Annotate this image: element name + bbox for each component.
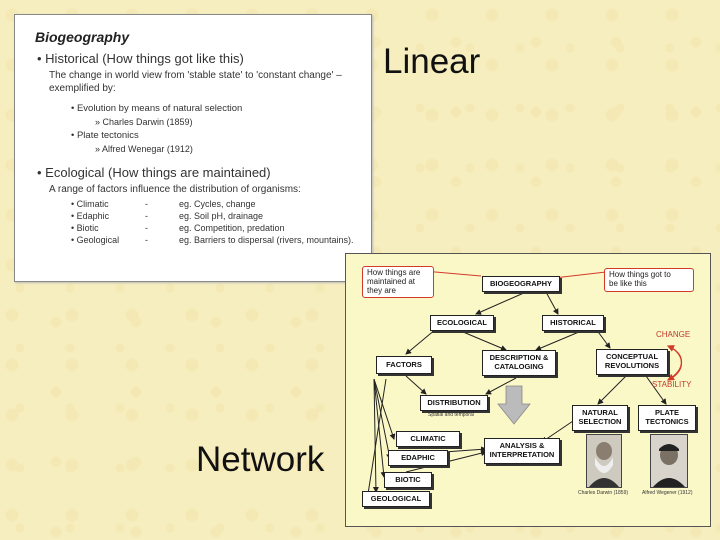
historical-desc-1: The change in world view from 'stable st… — [49, 70, 342, 81]
factor-example: eg. Cycles, change — [179, 199, 256, 209]
factor-example: eg. Soil pH, drainage — [179, 211, 264, 221]
factor-name: • Climatic — [71, 199, 109, 209]
factor-name: • Geological — [71, 235, 120, 245]
ecological-heading: • Ecological (How things are maintained) — [37, 165, 271, 180]
factor-name: • Edaphic — [71, 211, 110, 221]
factor-dash: - — [145, 235, 148, 245]
historical-desc-2: exemplified by: — [49, 83, 116, 94]
node-conceptual-revolutions: CONCEPTUAL REVOLUTIONS — [596, 349, 668, 375]
node-natural-selection: NATURAL SELECTION — [572, 405, 628, 431]
node-plate-tectonics: PLATE TECTONICS — [638, 405, 696, 431]
node-ecological: ECOLOGICAL — [430, 315, 494, 331]
node-historical: HISTORICAL — [542, 315, 604, 331]
factor-dash: - — [145, 211, 148, 221]
biogeography-network-diagram: How things are maintained at they are Ho… — [345, 253, 711, 527]
biogeography-slide: Biogeography • Historical (How things go… — [14, 14, 372, 282]
factor-example: eg. Competition, predation — [179, 223, 285, 233]
darwin-item: » Charles Darwin (1859) — [95, 117, 193, 127]
node-biotic: BIOTIC — [384, 472, 432, 488]
node-analysis-interpretation: ANALYSIS & INTERPRETATION — [484, 438, 560, 464]
node-description-cataloging: DESCRIPTION & CATALOGING — [482, 350, 556, 376]
caption-darwin: Charles Darwin (1859) — [578, 490, 629, 496]
plate-item: • Plate tectonics — [71, 130, 139, 141]
linear-label: Linear — [383, 42, 481, 81]
wegener-portrait-image — [650, 434, 688, 488]
label-change: CHANGE — [656, 330, 691, 339]
node-geological: GEOLOGICAL — [362, 491, 430, 507]
caption-wegener: Alfred Wegener (1912) — [642, 490, 693, 496]
darwin-portrait-image — [586, 434, 622, 488]
node-factors: FACTORS — [376, 356, 432, 374]
node-biogeography: BIOGEOGRAPHY — [482, 276, 560, 292]
bubble-how-maintained: How things are maintained at they are — [362, 266, 434, 299]
bubble-how-got-like-this: How things got to be like this — [604, 268, 694, 292]
factor-example: eg. Barriers to dispersal (rivers, mount… — [179, 235, 354, 245]
wegener-item: » Alfred Wenegar (1912) — [95, 144, 193, 154]
factor-dash: - — [145, 199, 148, 209]
factor-name: • Biotic — [71, 223, 99, 233]
label-stability: STABILITY — [652, 380, 692, 389]
node-edaphic: EDAPHIC — [388, 450, 448, 466]
network-label: Network — [196, 440, 325, 479]
evolution-item: • Evolution by means of natural selectio… — [71, 103, 243, 114]
ecological-desc: A range of factors influence the distrib… — [49, 184, 301, 195]
slide-title: Biogeography — [35, 29, 130, 45]
caption-spatial-temporal: Spatial and temporal — [428, 412, 474, 418]
node-distribution: DISTRIBUTION — [420, 395, 488, 411]
node-climatic: CLIMATIC — [396, 431, 460, 447]
historical-heading: • Historical (How things got like this) — [37, 51, 244, 66]
factor-dash: - — [145, 223, 148, 233]
